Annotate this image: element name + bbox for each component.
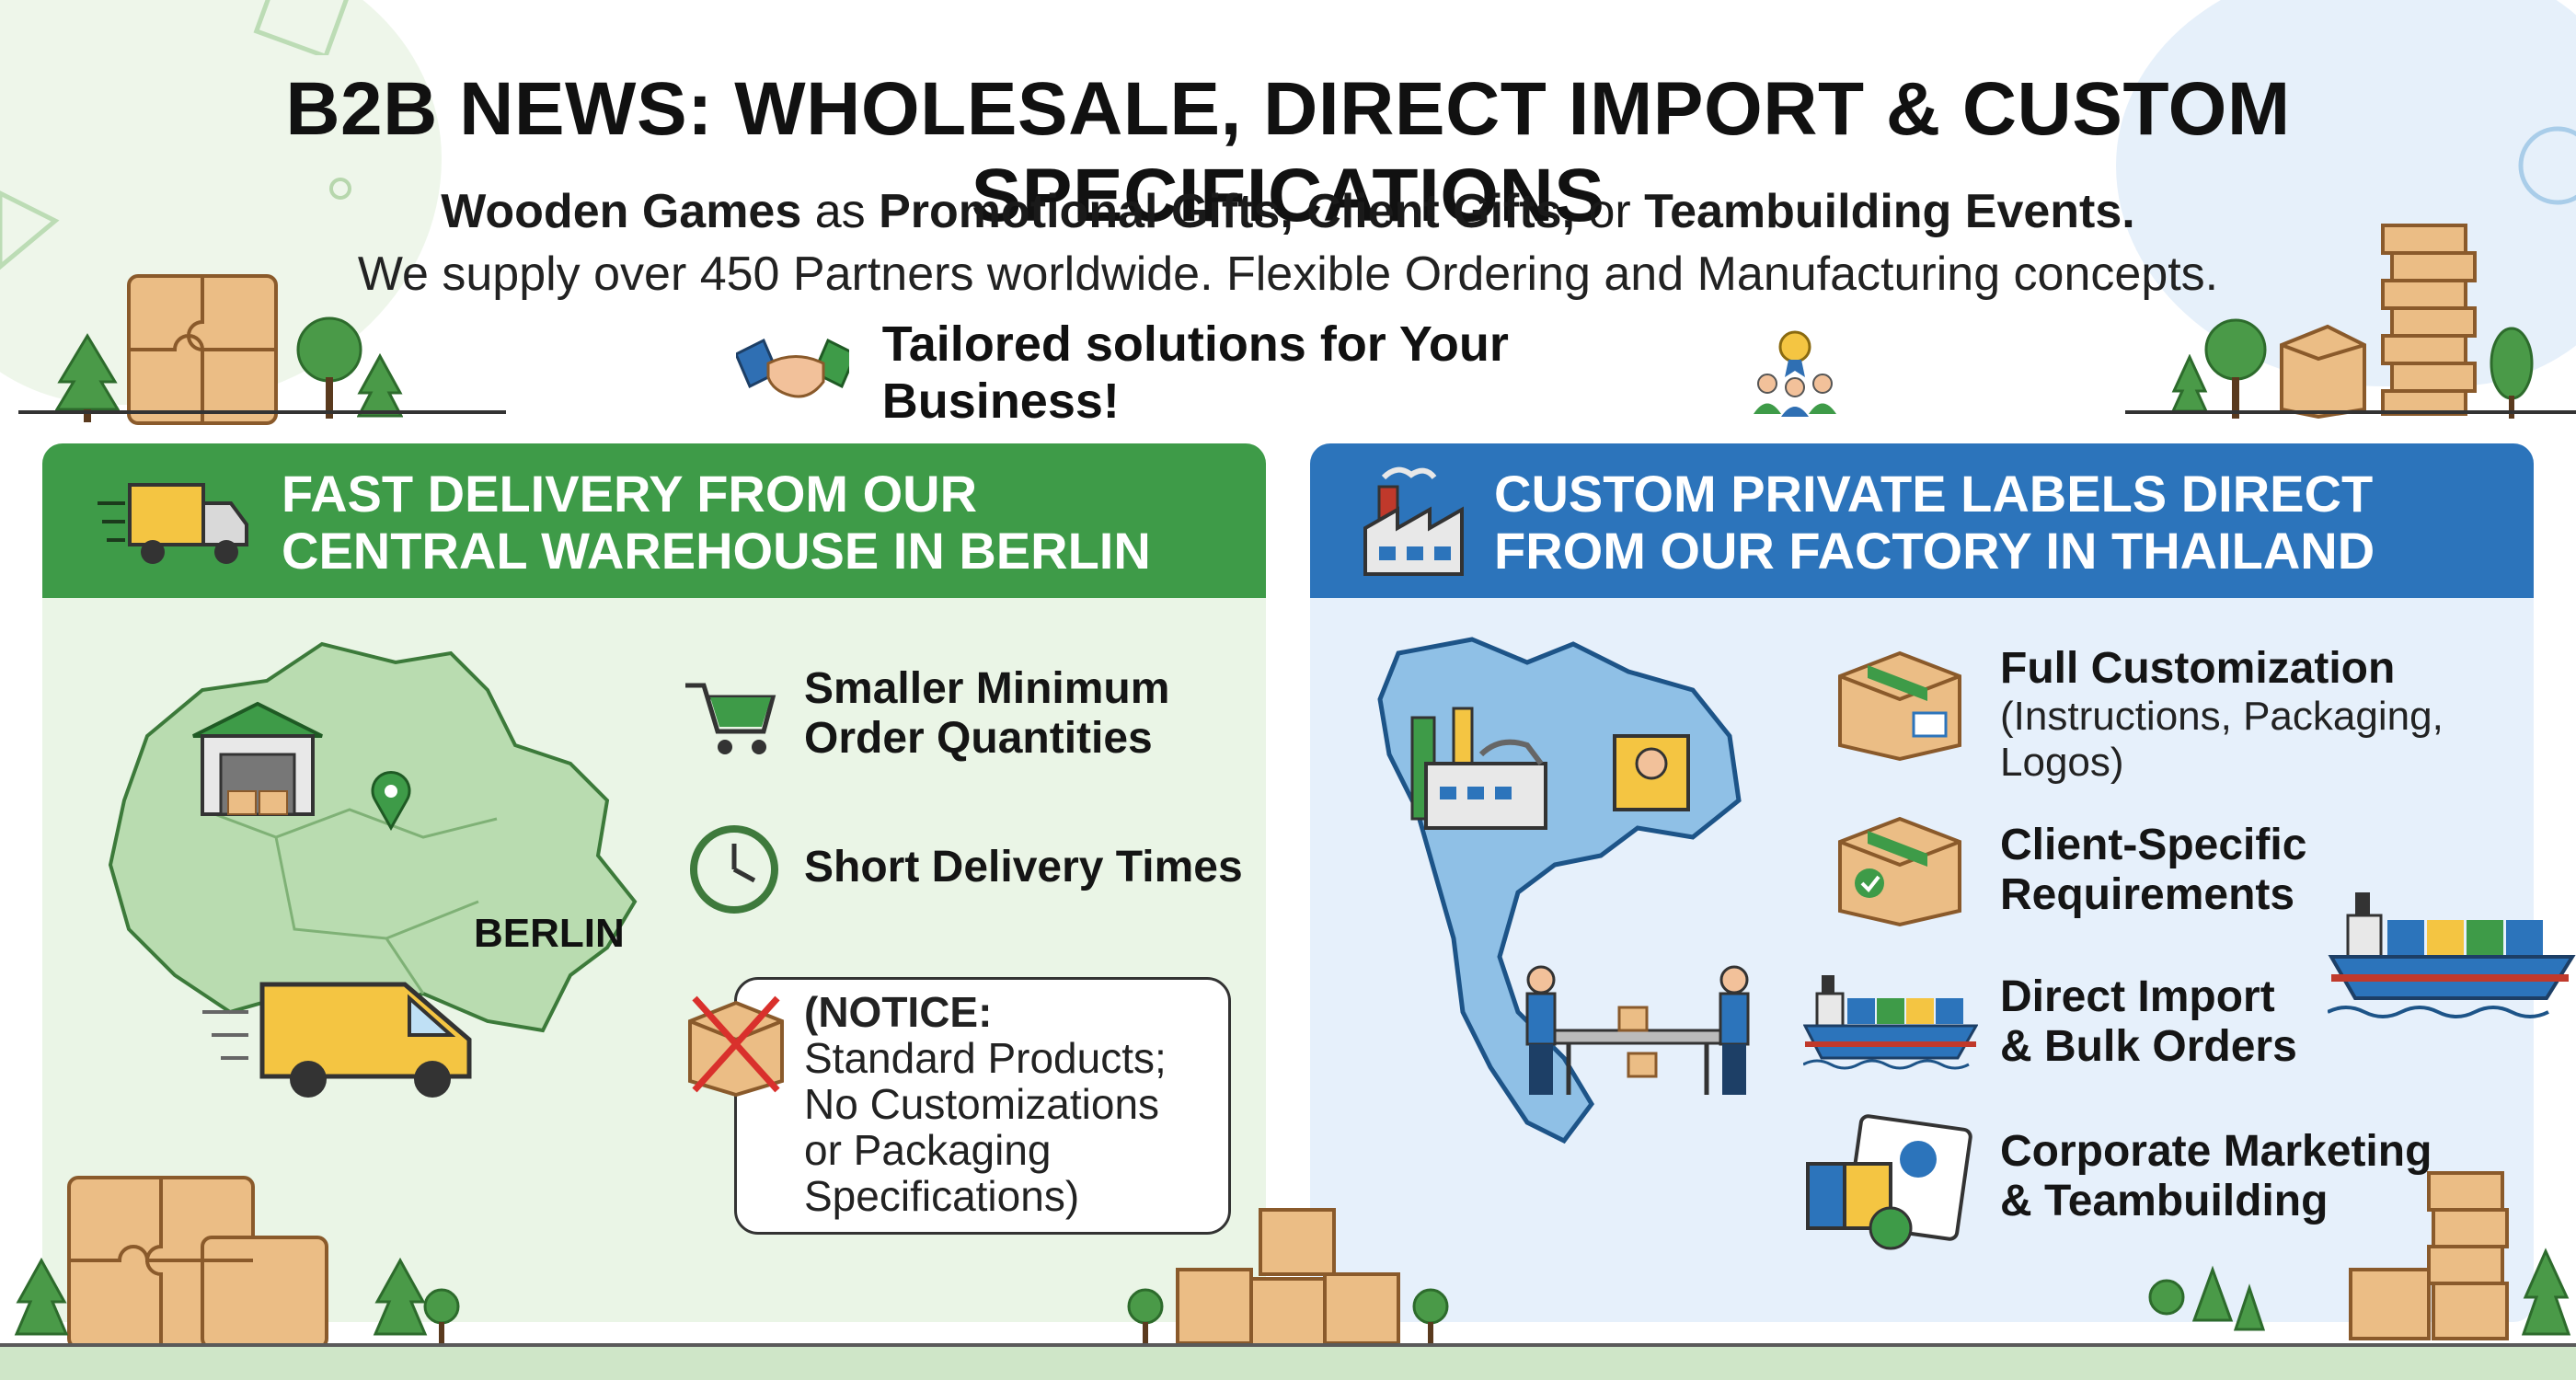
feature-full-customization: Full Customization — [2000, 644, 2395, 694]
heading-line: FAST DELIVERY FROM OUR — [282, 465, 978, 523]
heading-line: CENTRAL WAREHOUSE IN BERLIN — [282, 522, 1151, 580]
award-team-icon — [1754, 330, 1837, 417]
decor-square-icon — [253, 0, 354, 55]
feature-line: & Teambuilding — [2000, 1177, 2329, 1225]
notice-line: Specifications) — [804, 1172, 1080, 1220]
tree-icon — [357, 352, 403, 418]
truck-icon — [98, 483, 248, 564]
tree-icon — [55, 333, 120, 422]
tree-icon — [296, 316, 362, 419]
berlin-map — [108, 641, 638, 1033]
clock-icon — [690, 825, 778, 914]
feature-client-specific: Client-Specific Requirements — [2000, 821, 2306, 920]
feature-line: Full Customization — [2000, 644, 2396, 693]
notice-text: (NOTICE: Standard Products; No Customiza… — [804, 989, 1167, 1219]
tree-icon — [2171, 354, 2208, 413]
wooden-blocks-icon — [2349, 1171, 2509, 1340]
feature-line: Client-Specific — [2000, 821, 2307, 869]
feature-line: Corporate Marketing — [2000, 1127, 2432, 1176]
feature-line: Smaller Minimum — [804, 664, 1170, 713]
feature-min-order: Smaller Minimum Order Quantities — [804, 664, 1169, 764]
tree-icon — [1127, 1288, 1164, 1345]
tree-icon — [2521, 1248, 2571, 1336]
box-icon — [1838, 650, 1961, 762]
heading-line: CUSTOM PRIVATE LABELS DIRECT — [1494, 465, 2374, 523]
tree-icon — [14, 1257, 69, 1336]
tree-icon — [2204, 318, 2267, 419]
delivery-van-icon — [202, 982, 472, 1098]
checked-box-icon — [1838, 816, 1961, 927]
feature-delivery-times: Short Delivery Times — [804, 843, 1243, 892]
decor-circle-icon — [329, 178, 351, 200]
ground-strip — [0, 1345, 2576, 1380]
feature-detail-line: Logos) — [2000, 740, 2124, 785]
feature-direct-import: Direct Import & Bulk Orders — [2000, 972, 2297, 1072]
factory-icon — [1363, 466, 1464, 576]
feature-customization-detail: (Instructions, Packaging, Logos) — [2000, 694, 2444, 786]
feature-line: Short Delivery Times — [804, 843, 1243, 891]
panel-heading-thailand: CUSTOM PRIVATE LABELS DIRECT FROM OUR FA… — [1494, 466, 2451, 580]
ground-line — [0, 1343, 2576, 1347]
page-title: B2B NEWS: WHOLESALE, DIRECT IMPORT & CUS… — [285, 67, 2291, 237]
cargo-ship-icon — [2328, 892, 2576, 1018]
subtitle-part: Teambuilding Events. — [1644, 185, 2135, 238]
tree-icon — [2490, 327, 2534, 419]
ground-line-left — [18, 410, 506, 414]
feature-detail-line: (Instructions, Packaging, — [2000, 694, 2444, 739]
wooden-cube-icon — [2280, 324, 2366, 419]
feature-line: Requirements — [2000, 870, 2295, 919]
wooden-cubes-icon — [1176, 1208, 1400, 1350]
marketing-puzzle-icon — [1806, 1114, 1972, 1250]
tagline: Tailored solutions for Your Business! — [881, 316, 1509, 429]
notice-line: Standard Products; — [804, 1034, 1167, 1082]
notice-line: No Customizations — [804, 1080, 1160, 1128]
crossed-package-icon — [688, 995, 784, 1098]
tagline-row: Tailored solutions for Your Business! — [736, 316, 1840, 429]
ground-line-right — [2125, 410, 2576, 414]
tree-icon — [423, 1288, 460, 1345]
subtitle-part: Promotional Gifts, Client Gifts, — [879, 185, 1576, 238]
puzzle-icon — [127, 274, 278, 425]
cart-icon — [685, 683, 776, 754]
panel-heading-berlin: FAST DELIVERY FROM OUR CENTRAL WAREHOUSE… — [282, 466, 1238, 580]
panel-header-thailand: CUSTOM PRIVATE LABELS DIRECT FROM OUR FA… — [1310, 443, 2534, 598]
heading-line: FROM OUR FACTORY IN THAILAND — [1494, 522, 2375, 580]
tree-icon — [2148, 1265, 2266, 1331]
notice-box — [734, 977, 1231, 1235]
feature-line: Order Quantities — [804, 714, 1153, 763]
decor-ring-icon — [2518, 126, 2576, 205]
subtitle-partners: We supply over 450 Partners worldwide. F… — [357, 247, 2219, 301]
workers-icon — [1525, 965, 1750, 1095]
tree-icon — [373, 1257, 428, 1336]
warehouse-icon — [192, 701, 323, 816]
notice-line: (NOTICE: — [804, 988, 993, 1036]
map-label-berlin: BERLIN — [474, 911, 625, 956]
puzzle-icon — [67, 1176, 328, 1350]
notice-line: or Packaging — [804, 1126, 1052, 1174]
ship-icon — [1803, 975, 1978, 1070]
subtitle-part: Wooden Games — [441, 185, 802, 238]
subtitle-part: or — [1575, 185, 1645, 238]
thailand-map — [1377, 637, 1742, 1144]
feature-corporate-marketing: Corporate Marketing & Teambuilding — [2000, 1127, 2432, 1226]
handshake-icon — [736, 338, 849, 398]
decor-triangle-icon — [0, 190, 60, 270]
wooden-blocks-icon — [2381, 224, 2477, 416]
subtitle-gifts: Wooden Games as Promotional Gifts, Clien… — [0, 184, 2576, 239]
feature-line: & Bulk Orders — [2000, 1022, 2297, 1071]
tree-icon — [1412, 1288, 1449, 1345]
map-pin-icon — [371, 771, 411, 832]
subtitle-part: as — [801, 185, 880, 238]
feature-line: Direct Import — [2000, 972, 2275, 1021]
panel-header-berlin: FAST DELIVERY FROM OUR CENTRAL WAREHOUSE… — [42, 443, 1266, 598]
